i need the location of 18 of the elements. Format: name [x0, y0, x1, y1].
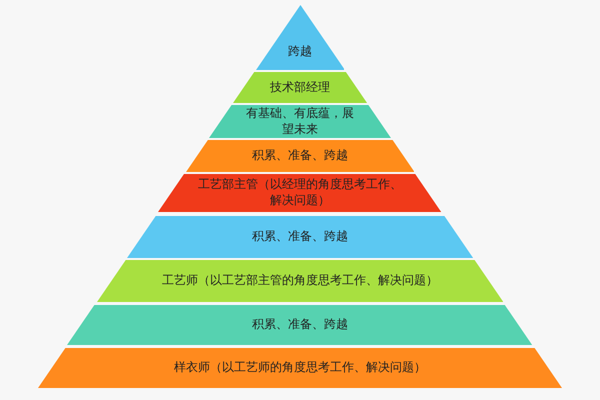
tier-label: 工艺师（以工艺部主管的角度思考工作、解决问题） [162, 273, 438, 289]
pyramid-tier [38, 348, 562, 388]
pyramid-tier [232, 72, 368, 103]
pyramid-tier [158, 174, 442, 212]
pyramid-tier [209, 105, 391, 138]
pyramid-tier [67, 305, 533, 345]
tier-label: 有基础、有底蕴，展望未来 [244, 106, 355, 138]
pyramid-tier [126, 216, 474, 258]
tier-label: 技术部经理 [270, 80, 330, 96]
tier-label: 积累、准备、跨越 [252, 148, 348, 164]
tier-label: 跨越 [288, 44, 312, 60]
pyramid-tier [96, 260, 504, 302]
tier-label: 积累、准备、跨越 [252, 229, 348, 245]
tier-label: 样衣师（以工艺师的角度思考工作、解决问题） [174, 360, 426, 376]
tier-label: 工艺部主管（以经理的角度思考工作、解决问题） [196, 177, 403, 209]
pyramid-apex [256, 5, 344, 70]
tier-label: 积累、准备、跨越 [252, 317, 348, 333]
pyramid-tier [186, 140, 414, 172]
